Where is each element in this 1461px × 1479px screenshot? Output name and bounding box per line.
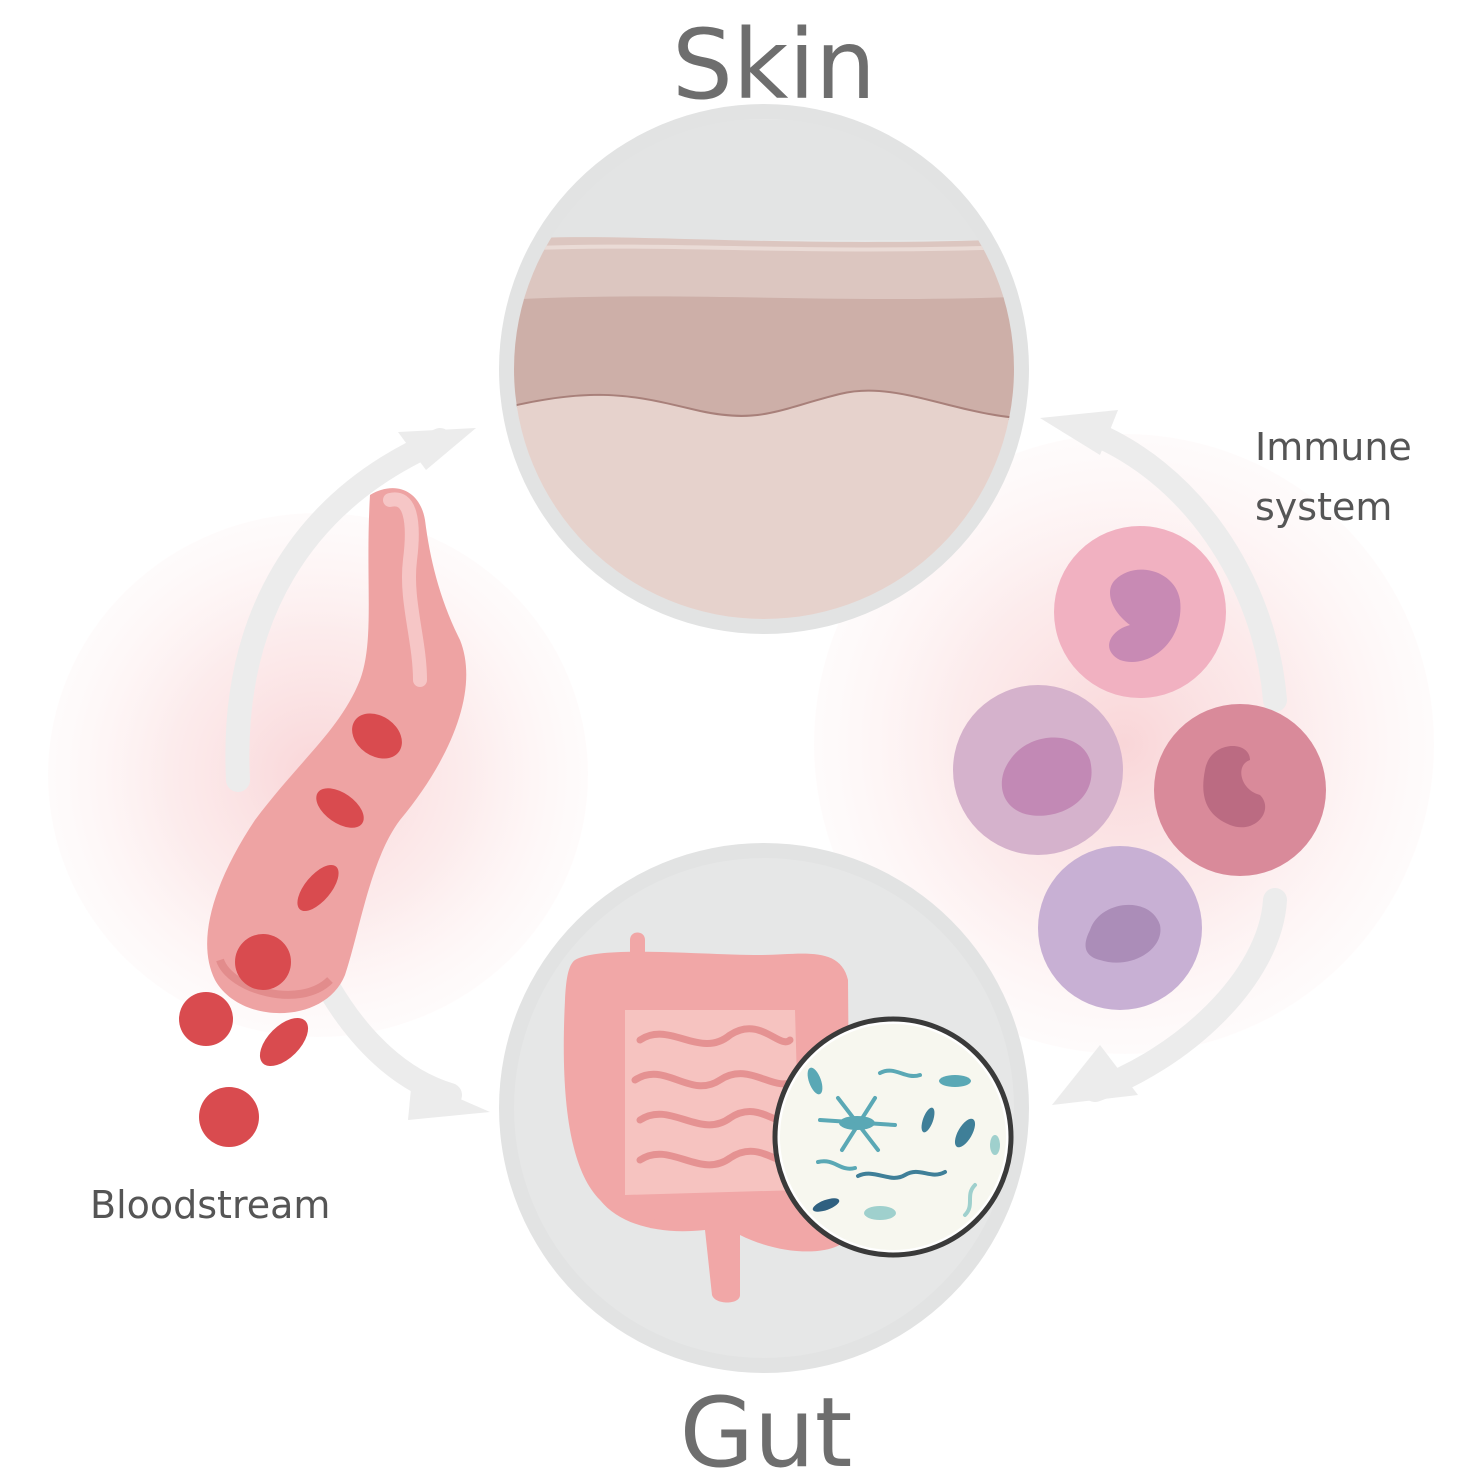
gut-label: Gut [680, 1377, 853, 1479]
immune-cell [953, 685, 1123, 855]
gut-circle [499, 843, 1029, 1373]
bloodstream-label: Bloodstream [90, 1183, 330, 1227]
red-cell [179, 992, 233, 1046]
immune-system-label-line1: Immune [1255, 425, 1412, 469]
immune-cell [1154, 704, 1326, 876]
immune-cell [1054, 526, 1226, 698]
skin-label: Skin [672, 9, 876, 121]
red-cell [235, 934, 291, 990]
immune-cell [1038, 846, 1202, 1010]
microbiome-magnifier-icon [775, 1019, 1011, 1255]
red-cell [199, 1087, 259, 1147]
immune-system-label-line2: system [1255, 485, 1392, 529]
